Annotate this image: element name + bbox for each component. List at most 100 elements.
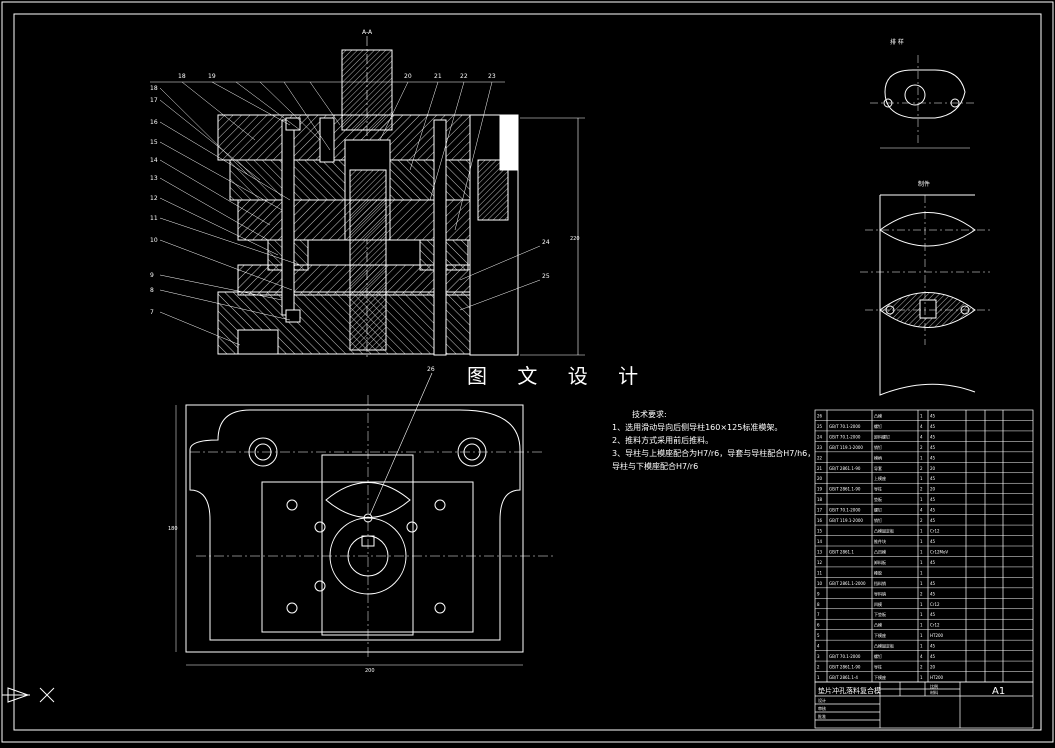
bom-cell: 8: [817, 602, 820, 607]
bom-cell: 15: [817, 529, 823, 534]
callout-label: 25: [542, 273, 550, 280]
bom-cell: Cr12: [930, 623, 940, 628]
bom-cell: 上模座: [874, 475, 886, 481]
bom-cell: GB/T 119.1-2000: [829, 445, 863, 450]
bom-cell: 45: [930, 424, 936, 429]
bom-cell: 垫板: [874, 496, 882, 502]
bom-cell: 凹模: [874, 601, 882, 607]
bom-cell: 2: [920, 445, 923, 450]
section-view: [150, 36, 585, 516]
bom-cell: 4: [920, 508, 923, 513]
title-row-review: 审核: [818, 705, 826, 711]
bom-cell: 导柱: [874, 486, 882, 492]
bom-cell: 下模座: [874, 632, 886, 638]
strip-layout: [870, 55, 975, 149]
inner-frame: [13, 13, 1042, 731]
technical-note: 3、导柱与上模座配合为H7/r6，导套与导柱配合H7/h6，: [612, 449, 816, 458]
bom-cell: 16: [817, 518, 823, 523]
bom-cell: 导柱: [874, 664, 882, 670]
bom-cell: GB/T 2861.1-90: [829, 487, 861, 492]
title-row-design: 设计: [818, 697, 826, 703]
bom-cell: 推件块: [874, 538, 886, 544]
bom-cell: HT200: [930, 675, 944, 680]
bom-cell: 45: [930, 644, 936, 649]
bom-cell: 20: [930, 487, 936, 492]
callout-label: 20: [404, 73, 412, 80]
bom-cell: 11: [817, 570, 823, 575]
bom-cell: 1: [920, 455, 923, 460]
title-block-name: 垫片冲孔落料复合模: [818, 686, 881, 695]
callout-label: 17: [150, 97, 158, 104]
bom-cell: 1: [920, 633, 923, 638]
bom-cell: 25: [817, 424, 823, 429]
scale-label: 比例: [930, 683, 938, 689]
callout-label: 16: [150, 119, 158, 126]
sheet-size: A1: [992, 686, 1005, 697]
bom-cell: 螺钉: [874, 507, 882, 513]
bom-cell: 1: [920, 476, 923, 481]
bom-cell: 12: [817, 560, 823, 565]
material-label: 材料: [930, 689, 938, 695]
part-view-title: 制件: [918, 180, 930, 188]
bom-cell: 45: [930, 445, 936, 450]
bom-cell: 1: [920, 581, 923, 586]
width-dimension: 200: [365, 668, 375, 674]
bom-cell: 导料销: [874, 590, 886, 596]
bom-cell: 1: [817, 675, 820, 680]
callout-label: 8: [150, 287, 154, 294]
bom-cell: 2: [817, 665, 820, 670]
bom-cell: 13: [817, 549, 823, 554]
bom-cell: 凸模: [874, 622, 882, 628]
bom-cell: 导套: [874, 465, 882, 471]
bom-cell: 10: [817, 581, 823, 586]
bom-cell: 橡胶: [874, 569, 882, 575]
callout-label: 26: [427, 366, 435, 373]
bom-cell: 45: [930, 591, 936, 596]
technical-note: 导柱与下模座配合H7/r6: [612, 462, 699, 471]
bom-cell: 45: [930, 539, 936, 544]
callout-label: 11: [150, 215, 158, 222]
technical-notes-title: 技术要求:: [632, 410, 667, 419]
bom-cell: 23: [817, 445, 823, 450]
bom-cell: 45: [930, 508, 936, 513]
bom-cell: 1: [920, 413, 923, 418]
bom-cell: GB/T 70.1-2000: [829, 434, 861, 439]
bom-cell: 2: [920, 591, 923, 596]
technical-note: 2、推料方式采用前后推料。: [612, 436, 714, 445]
bom-cell: 45: [930, 612, 936, 617]
bom-cell: 17: [817, 508, 823, 513]
bom-cell: 20: [930, 665, 936, 670]
bom-cell: 下模座: [874, 674, 886, 680]
bom-cell: GB/T 2861.1-2000: [829, 581, 866, 586]
callout-label: 22: [460, 73, 468, 80]
bom-cell: Cr12MoV: [930, 549, 948, 554]
part-view: [860, 194, 990, 396]
strip-layout-title: 排 样: [890, 38, 904, 46]
bom-cell: 2: [920, 487, 923, 492]
callout-label: 14: [150, 157, 158, 164]
bom-cell: 1: [920, 539, 923, 544]
height-dimension: 220: [570, 236, 580, 242]
bom-cell: 1: [920, 644, 923, 649]
callout-label: 13: [150, 175, 158, 182]
technical-notes: 技术要求: 1、选用滑动导向后侧导柱160×125标准模架。 2、推料方式采用前…: [612, 408, 815, 473]
bom-cell: 45: [930, 560, 936, 565]
bom-cell: 1: [920, 497, 923, 502]
callout-label: 21: [434, 73, 442, 80]
callout-label: 18: [178, 73, 186, 80]
bom-cell: 4: [920, 424, 923, 429]
bom-cell: 1: [920, 529, 923, 534]
bom-cell: 下垫板: [874, 611, 886, 617]
plan-view: [175, 395, 555, 666]
bom-cell: 45: [930, 434, 936, 439]
callout-label: 23: [488, 73, 496, 80]
bom-cell: 45: [930, 654, 936, 659]
bom-cell: 45: [930, 455, 936, 460]
technical-note: 1、选用滑动导向后侧导柱160×125标准模架。: [612, 423, 783, 432]
bom-cell: GB/T 119.1-2000: [829, 518, 863, 523]
bom-cell: 凸模: [874, 412, 882, 418]
callouts-left: 18 17 16 15 14 13 12 11 10 9 8 7: [150, 85, 158, 316]
